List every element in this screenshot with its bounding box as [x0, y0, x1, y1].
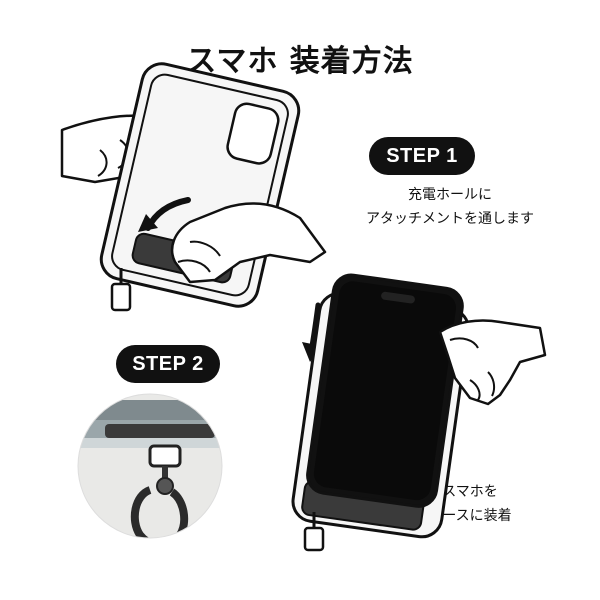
- step-1-badge: STEP 1: [369, 137, 475, 175]
- smartphone-illustration: [306, 273, 464, 508]
- right-hand-illustration: [170, 202, 327, 284]
- step-3-caption-line-1: スマホを: [442, 484, 498, 500]
- step-1-caption-line-1: 充電ホールに: [408, 187, 492, 203]
- step-1-caption: 充電ホールに アタッチメントを通します: [320, 183, 580, 231]
- down-arrow-icon: [309, 302, 321, 349]
- step-3-caption-line-2: ケースに装着: [428, 508, 512, 524]
- step-3-illustration: [291, 273, 547, 552]
- attachment-clip: [110, 282, 132, 312]
- attachment-clip-step-3: [303, 526, 325, 552]
- step-1-caption-line-2: アタッチメントを通します: [366, 211, 534, 227]
- step-1-illustration: [60, 62, 327, 312]
- page-title: スマホ 装着方法: [186, 44, 414, 79]
- step-2-badge: STEP 2: [116, 345, 220, 383]
- step-2-illustration: [77, 393, 223, 539]
- step-3-caption: スマホを ケースに装着: [410, 480, 530, 528]
- hand-illustration-step-3: [438, 319, 547, 406]
